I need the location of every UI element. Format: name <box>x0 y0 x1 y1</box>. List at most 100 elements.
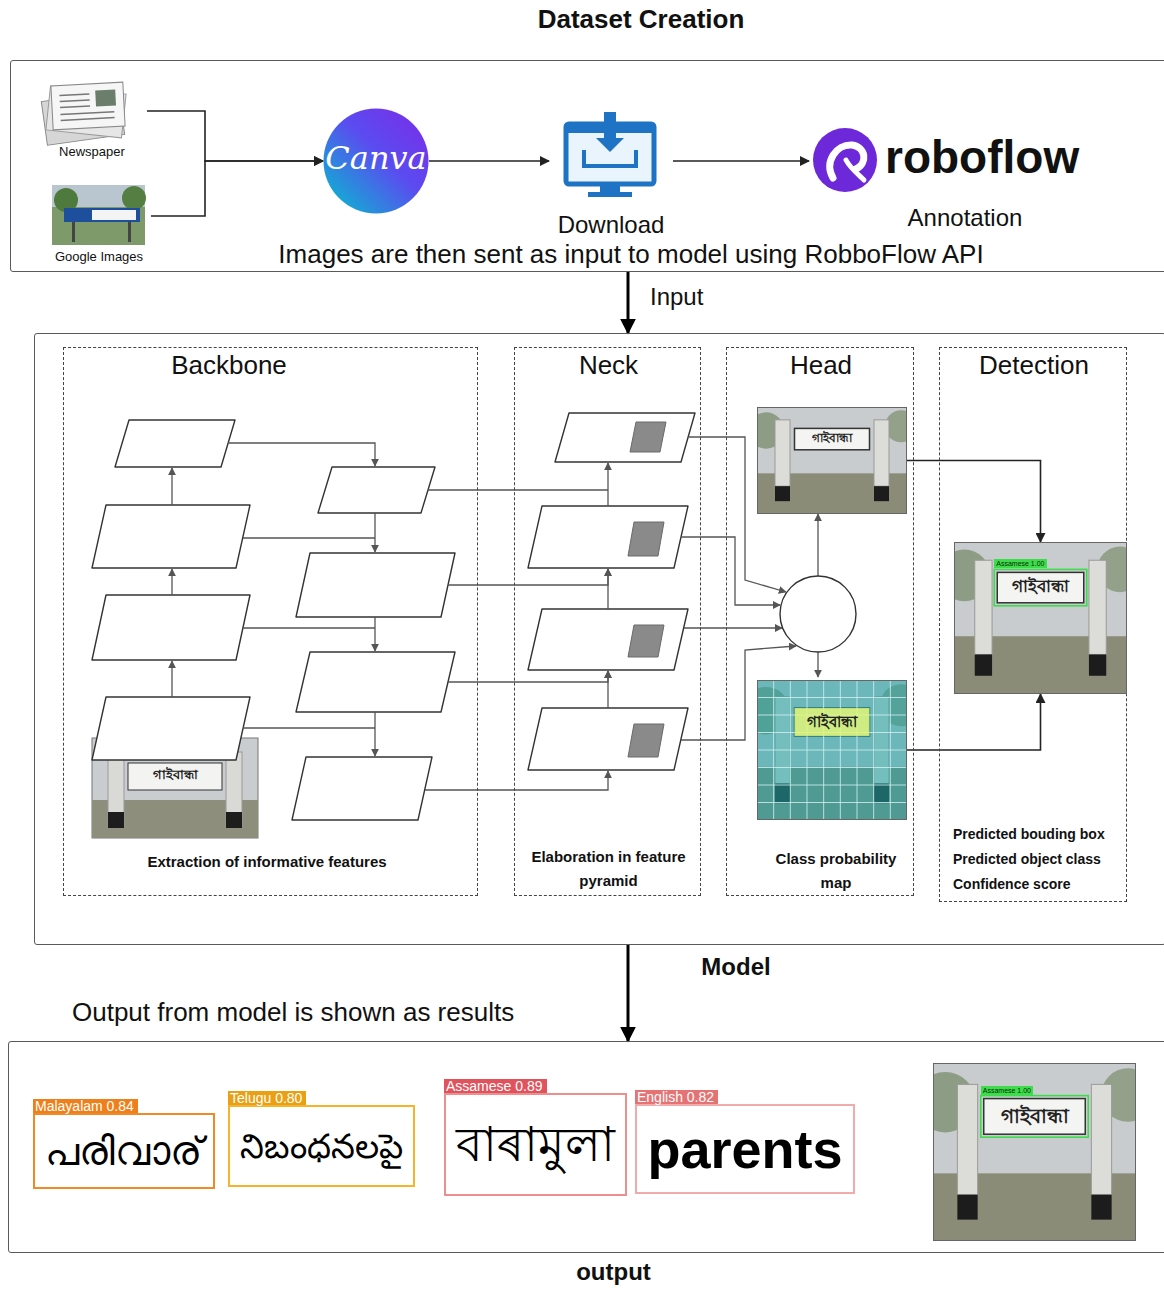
stage-title: Neck <box>515 351 702 381</box>
stand <box>600 184 620 192</box>
google-photo <box>52 185 146 245</box>
flow-line <box>243 627 375 628</box>
detected-word: parents <box>647 1117 842 1182</box>
pillar-base <box>874 486 889 501</box>
pillar <box>775 420 790 486</box>
photo-ground <box>52 185 145 245</box>
tree <box>122 186 146 210</box>
photo-frame <box>758 681 907 820</box>
arrow-head <box>596 138 624 152</box>
grid-line <box>757 767 907 768</box>
sign-board <box>795 428 870 449</box>
pyramid-block <box>528 609 688 670</box>
annotation-step: roboflowAnnotation <box>809 123 1099 235</box>
detection-box: English 0.82parents <box>635 1104 855 1194</box>
pillar <box>1091 1084 1111 1194</box>
pillar-base <box>1089 654 1106 675</box>
edge-label: Input <box>648 283 705 311</box>
download-icon <box>566 112 654 197</box>
stage-caption: Extraction of informative features <box>82 853 452 870</box>
stage-caption: Class probability map <box>762 847 910 895</box>
class-tag: Assamese 0.89 <box>444 1079 547 1093</box>
stage-box: BackboneExtraction of informative featur… <box>63 347 478 896</box>
stage-caption: Predicted bouding box <box>953 826 1125 842</box>
class-tag: Assamese 1.00 <box>981 1086 1033 1095</box>
brand-name: roboflow <box>885 131 1097 184</box>
class-tag: Malayalam 0.84 <box>33 1099 138 1113</box>
sign-text: গাইবান্ধা <box>128 768 222 783</box>
flow-line <box>684 627 782 628</box>
photo-node: Assamese 1.00গাইবান্ধা <box>954 542 1127 694</box>
flow-line <box>171 569 172 595</box>
flow-line <box>448 569 608 585</box>
class-tag: Assamese 1.00 <box>994 559 1046 568</box>
stage-title: Head <box>727 351 915 381</box>
neck-blocks <box>528 413 695 770</box>
dataset-panel: Dataset CreationImages are then sent as … <box>10 60 1164 272</box>
sign-panel <box>92 210 136 220</box>
source-item: Google Images <box>47 181 151 271</box>
feature-block <box>92 595 250 660</box>
stage-box: HeadClass probability mapগাইবান্ধাগাইবান… <box>726 347 914 896</box>
output-panel: outputMalayalam 0.84പരിവാര്Telugu 0.80ని… <box>8 1041 1164 1253</box>
flow-line <box>374 513 375 552</box>
sign <box>64 208 140 222</box>
flow-line <box>228 443 375 466</box>
flow-line <box>428 489 608 490</box>
sign-board <box>984 1099 1086 1135</box>
feature-square <box>630 422 666 452</box>
feature-square <box>628 522 664 556</box>
step-label: Download <box>541 211 681 239</box>
source-item: Newspaper <box>37 79 147 169</box>
feature-block <box>318 467 435 513</box>
pillar <box>975 560 992 654</box>
flow-line <box>607 463 608 506</box>
photo-frame <box>955 543 1127 694</box>
flow-line <box>817 514 818 576</box>
flow-line <box>374 617 375 651</box>
post <box>72 222 75 242</box>
fusion-circle <box>780 576 856 652</box>
connector <box>151 161 323 216</box>
flow-line <box>817 652 818 677</box>
grid-line <box>757 750 907 751</box>
photo-illustration <box>757 407 907 514</box>
tray <box>584 150 636 166</box>
roboflow-logo <box>813 128 877 192</box>
pillar-base <box>108 812 124 828</box>
logo-swirl <box>846 160 864 180</box>
connector <box>627 945 630 1041</box>
newspaper-icon <box>41 82 126 145</box>
flow-line <box>681 537 780 605</box>
sign-text: গাইবান্ধা <box>795 708 870 736</box>
feature-block <box>292 757 432 820</box>
connector <box>627 272 630 333</box>
edge-label: Output from model is shown as results <box>70 998 516 1028</box>
photo-node: Assamese 1.00 গাইবান্ধা <box>933 1063 1136 1241</box>
pyramid-block <box>528 506 688 568</box>
flow-line <box>448 671 608 682</box>
stand-base <box>588 192 632 197</box>
model-panel: ModelBackboneExtraction of informative f… <box>34 333 1164 945</box>
feature-block <box>115 420 235 467</box>
feature-block <box>92 697 250 760</box>
tool-circle: Canva <box>323 108 429 214</box>
step-label: Annotation <box>885 204 1045 232</box>
sign-text: গাইবান্ধা <box>984 1099 1086 1135</box>
connector <box>907 461 1041 543</box>
pillar-base <box>957 1195 977 1220</box>
stage-caption: Predicted object class <box>953 851 1125 867</box>
detection-box: Assamese 0.89বাৰামুলা <box>444 1093 627 1196</box>
connector <box>907 694 1041 750</box>
panel-title: Model <box>681 953 791 981</box>
paper-photo <box>95 90 116 107</box>
photo-sky <box>757 407 907 514</box>
flow-line <box>243 727 375 728</box>
stage-caption: Confidence score <box>953 876 1125 892</box>
grid-line <box>757 785 907 786</box>
sign-board <box>997 572 1084 602</box>
photo-illustration <box>933 1063 1136 1241</box>
pillar-base <box>775 486 790 501</box>
photo-sky <box>954 542 1127 694</box>
class-tag: Telugu 0.80 <box>228 1091 306 1105</box>
